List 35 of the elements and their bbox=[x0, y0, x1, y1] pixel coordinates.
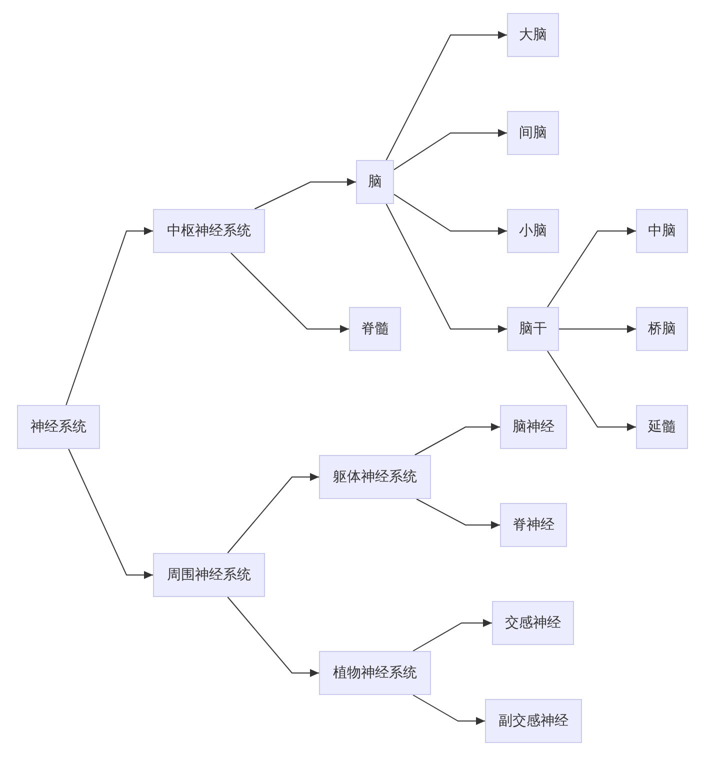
process-box: 交感神经 bbox=[492, 601, 574, 645]
process-box: 延髓 bbox=[636, 405, 688, 449]
arrow bbox=[546, 350, 636, 431]
process-box: 脑神经 bbox=[500, 405, 567, 449]
arrow bbox=[416, 498, 500, 529]
process-box: 桥脑 bbox=[636, 307, 688, 351]
process-box: 躯体神经系统 bbox=[319, 455, 431, 499]
process-box: 周围神经系统 bbox=[153, 553, 265, 597]
process-box: 中枢神经系统 bbox=[153, 209, 265, 253]
process-box: 脑 bbox=[356, 160, 394, 204]
process-box: 间脑 bbox=[507, 111, 559, 155]
arrow bbox=[227, 473, 320, 554]
process-box: 大脑 bbox=[507, 13, 559, 57]
arrow bbox=[386, 31, 508, 160]
arrow bbox=[394, 129, 508, 170]
arrow bbox=[546, 227, 636, 308]
process-box: 副交感神经 bbox=[485, 699, 582, 743]
arrow bbox=[68, 448, 154, 579]
process-box: 中脑 bbox=[636, 209, 688, 253]
arrow bbox=[254, 178, 356, 210]
arrow bbox=[66, 227, 154, 406]
arrow bbox=[412, 694, 486, 725]
process-box: 脑干 bbox=[507, 307, 559, 351]
arrow bbox=[386, 204, 508, 333]
arrow bbox=[412, 619, 492, 652]
arrow bbox=[558, 325, 636, 333]
process-box: 神经系统 bbox=[17, 405, 100, 449]
arrow bbox=[414, 423, 500, 456]
arrow bbox=[230, 252, 350, 333]
arrow bbox=[394, 194, 508, 235]
process-box: 脊髓 bbox=[349, 307, 401, 351]
arrow bbox=[227, 596, 320, 677]
process-box: 小脑 bbox=[507, 209, 559, 253]
process-box: 脊神经 bbox=[500, 503, 567, 547]
process-box: 植物神经系统 bbox=[319, 651, 431, 695]
